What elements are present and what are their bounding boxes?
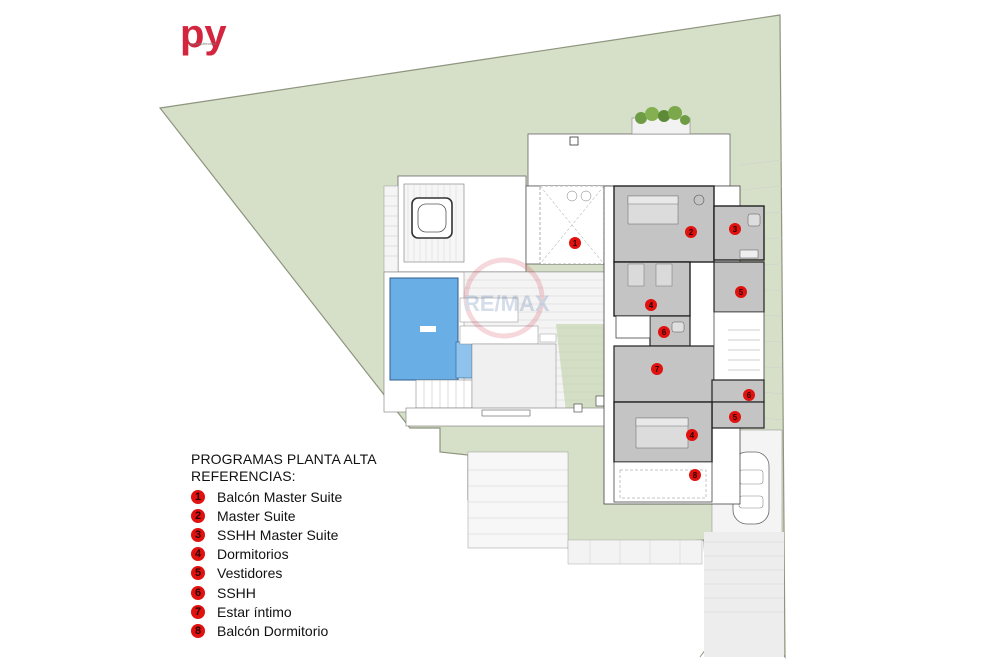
room-marker-label: 7 — [655, 365, 660, 374]
legend-number-badge: 5 — [191, 566, 205, 581]
room-marker-label: 5 — [739, 288, 744, 297]
legend-number-badge: 7 — [191, 604, 205, 619]
room-markers: 1 2 3 4 5 6 7 6 5 4 8 — [569, 223, 755, 481]
legend-label: SSHH — [217, 584, 256, 601]
front-steps — [467, 451, 703, 565]
watermark-text: RE/MAX — [464, 291, 550, 316]
room-marker-label: 8 — [693, 471, 698, 480]
legend-label: Master Suite — [217, 507, 296, 524]
watermark: RE/MAX — [463, 257, 550, 339]
room-marker — [685, 226, 697, 238]
room-marker-label: 4 — [690, 431, 695, 440]
room-marker-label: 4 — [649, 301, 654, 310]
legend-subtitle: REFERENCIAS: — [191, 468, 296, 484]
master-balcony — [525, 185, 611, 265]
room-marker — [658, 326, 670, 338]
legend-item: 7 Estar íntimo — [191, 602, 377, 621]
room-marker-label: 2 — [689, 228, 694, 237]
room-marker — [569, 237, 581, 249]
room-marker-label: 5 — [733, 413, 738, 422]
legend-number-badge: 3 — [191, 527, 205, 542]
legend-label: Balcón Master Suite — [217, 488, 343, 505]
room-marker — [645, 299, 657, 311]
legend-item: 2 Master Suite — [191, 506, 377, 525]
room-marker — [729, 223, 741, 235]
legend-label: Dormitorios — [217, 546, 289, 563]
room-marker — [686, 429, 698, 441]
legend-label: Estar íntimo — [217, 603, 292, 620]
legend-item: 3 SSHH Master Suite — [191, 525, 377, 544]
legend-title: PROGRAMAS PLANTA ALTA — [191, 451, 377, 467]
legend-number-badge: 6 — [191, 585, 205, 600]
legend-item: 5 Vestidores — [191, 564, 377, 583]
planter-icon — [631, 106, 691, 135]
legend-item: 6 SSHH — [191, 583, 377, 602]
legend-number-badge: 2 — [191, 508, 205, 523]
room-marker — [651, 363, 663, 375]
legend-label: SSHH Master Suite — [217, 526, 339, 543]
legend-number-badge: 4 — [191, 547, 205, 562]
legend-label: Vestidores — [217, 565, 283, 582]
room-marker-label: 3 — [733, 225, 738, 234]
room-marker — [689, 469, 701, 481]
garden-strip — [556, 324, 606, 412]
legend-number-badge: 1 — [191, 489, 205, 504]
room-marker-label: 6 — [662, 328, 667, 337]
logo-monogram: py — [180, 12, 227, 56]
legend-item: 4 Dormitorios — [191, 545, 377, 564]
room-marker-label: 6 — [747, 391, 752, 400]
room-marker — [743, 389, 755, 401]
room-marker — [729, 411, 741, 423]
lower-terrace — [405, 395, 607, 427]
room-marker-label: 1 — [573, 239, 578, 248]
jacuzzi-deck — [383, 175, 527, 273]
house-footprint — [603, 185, 765, 505]
roof-terrace — [527, 133, 731, 187]
room-marker — [735, 286, 747, 298]
legend-label: Balcón Dormitorio — [217, 622, 329, 639]
legend-item: 1 Balcón Master Suite — [191, 487, 377, 506]
legend-item: 8 Balcón Dormitorio — [191, 621, 377, 640]
legend-list: 1 Balcón Master Suite 2 Master Suite 3 SSHH M… — [191, 487, 377, 641]
legend-number-badge: 8 — [191, 623, 205, 638]
logo-tagline: py arquitectura — [190, 41, 217, 46]
brand-logo: py py arquitectura — [180, 12, 227, 56]
